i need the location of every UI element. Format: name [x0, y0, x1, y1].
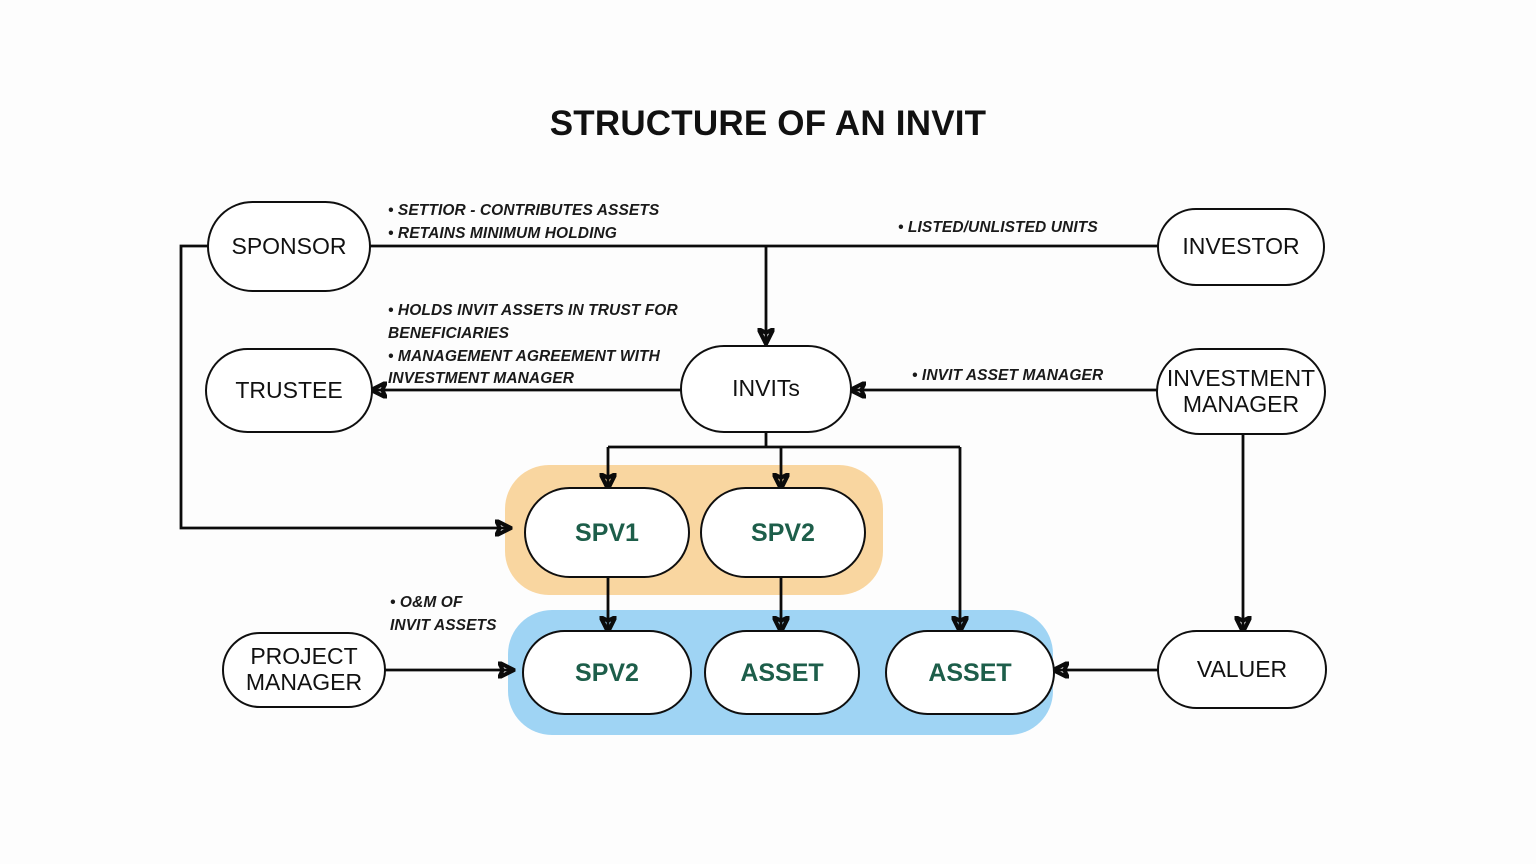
- node-asset-1-label: ASSET: [740, 658, 824, 687]
- node-asset-1[interactable]: ASSET: [704, 630, 860, 715]
- node-sponsor[interactable]: SPONSOR: [207, 201, 371, 292]
- node-spv2-bottom[interactable]: SPV2: [522, 630, 692, 715]
- wire-sponsor-to-spv1: [179, 244, 509, 528]
- node-valuer[interactable]: VALUER: [1157, 630, 1327, 709]
- node-spv1[interactable]: SPV1: [524, 487, 690, 578]
- annotation-project-manager: • O&M OF INVIT ASSETS: [390, 594, 497, 634]
- node-asset-2-label: ASSET: [928, 658, 1012, 687]
- node-investor[interactable]: INVESTOR: [1157, 208, 1325, 286]
- node-trustee[interactable]: TRUSTEE: [205, 348, 373, 433]
- node-valuer-label: VALUER: [1196, 655, 1288, 682]
- node-trustee-label: TRUSTEE: [235, 376, 343, 403]
- node-investment-manager[interactable]: INVESTMENT MANAGER: [1156, 348, 1326, 435]
- node-asset-2[interactable]: ASSET: [885, 630, 1055, 715]
- annotation-investor: • LISTED/UNLISTED UNITS: [898, 219, 1098, 236]
- node-spv2-bottom-label: SPV2: [575, 658, 639, 687]
- annotation-investment-manager: • INVIT ASSET MANAGER: [912, 367, 1104, 384]
- page-title: STRUCTURE OF AN INVIT: [549, 104, 987, 143]
- node-project-manager-label: PROJECT MANAGER: [245, 643, 363, 695]
- node-invits-label: INVITs: [732, 375, 800, 402]
- annotation-trustee: • HOLDS INVIT ASSETS IN TRUST FOR BENEFI…: [388, 302, 678, 388]
- node-investment-manager-label: INVESTMENT MANAGER: [1166, 364, 1316, 417]
- node-investor-label: INVESTOR: [1182, 233, 1300, 260]
- node-spv1-label: SPV1: [575, 518, 639, 547]
- node-sponsor-label: SPONSOR: [231, 232, 347, 259]
- node-invits[interactable]: INVITs: [680, 345, 852, 433]
- node-project-manager[interactable]: PROJECT MANAGER: [222, 632, 386, 708]
- node-spv2-top-label: SPV2: [751, 518, 815, 547]
- annotation-sponsor: • SETTIOR - CONTRIBUTES ASSETS • RETAINS…: [388, 202, 660, 242]
- node-spv2-top[interactable]: SPV2: [700, 487, 866, 578]
